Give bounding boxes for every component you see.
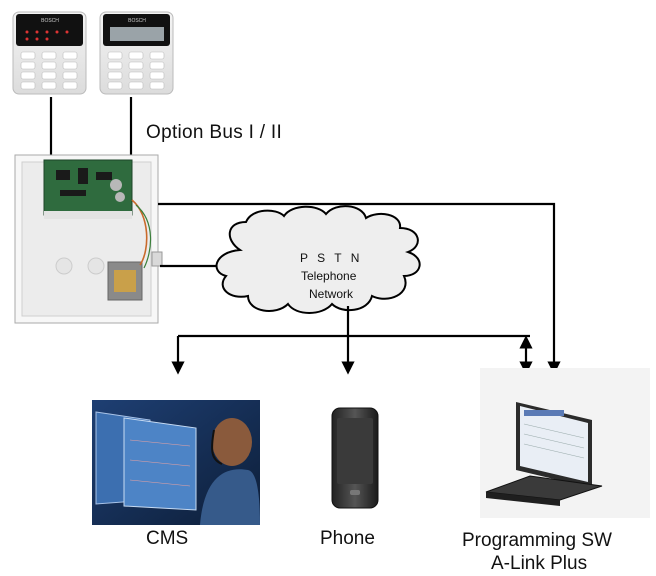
svg-text:BOSCH: BOSCH [128,18,146,24]
keypad-led: BOSCH [12,11,87,95]
panel-to-programming-line [158,202,561,375]
control-panel [14,154,163,324]
option-bus-label: Option Bus I / II [146,122,283,143]
cms-label: CMS [146,528,189,549]
programming-sw-label: Programming SW [462,530,612,551]
cms-operator-image [92,400,260,525]
phone-label: Phone [320,528,375,549]
phone-image [331,407,379,509]
alink-plus-label: A-Link Plus [491,553,588,574]
pstn-cloud [215,205,421,314]
pstn-label-line3: Network [309,287,354,301]
keypad-lcd: BOSCH [99,11,174,95]
laptop-image [480,368,650,518]
pstn-label-line2: Telephone [301,269,357,283]
pstn-label-line1: P S T N [300,251,363,265]
svg-text:BOSCH: BOSCH [41,18,59,24]
